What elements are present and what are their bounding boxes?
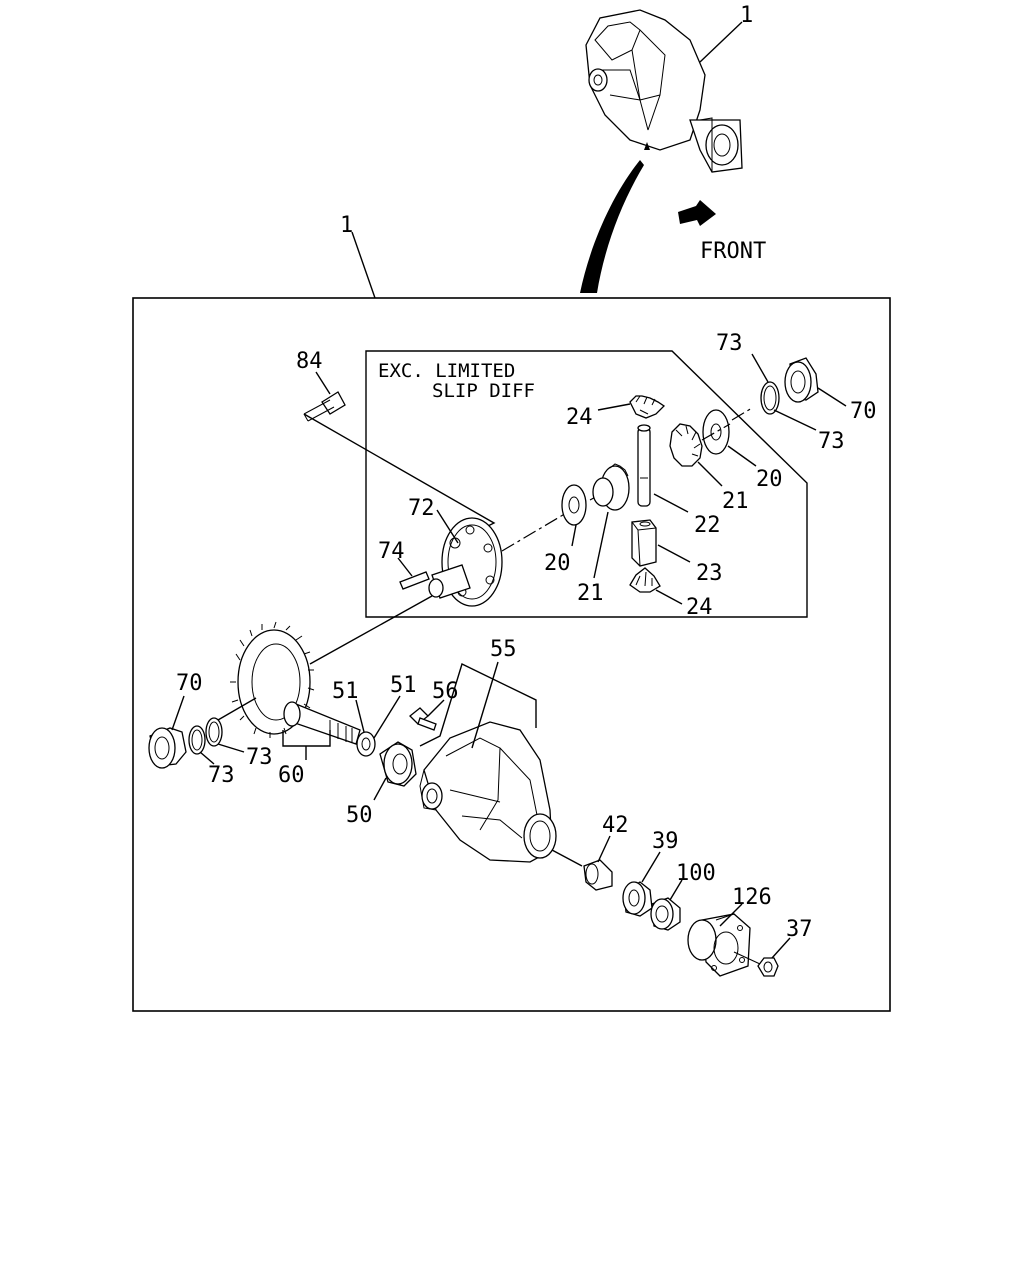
label-73-upper: 73: [716, 331, 743, 356]
part-21-side-gear-right: 21: [669, 423, 749, 514]
label-100: 100: [676, 861, 716, 886]
inset-note-line2: SLIP DIFF: [432, 380, 535, 402]
label-51-b: 51: [390, 673, 417, 698]
part-20-thrust-washer-right: 20: [701, 409, 783, 492]
part-73-shim-upper: 73 73: [716, 331, 845, 454]
label-21-left: 21: [577, 581, 604, 606]
part-23-thrust-block: 23: [631, 519, 723, 586]
label-20-right: 20: [756, 467, 783, 492]
callout-assembly-frame: 1: [340, 213, 376, 299]
part-126-companion-flange: 126: [687, 885, 772, 977]
part-50-pinion-bearing: 50: [346, 741, 417, 828]
front-label: FRONT: [700, 239, 766, 264]
label-84: 84: [296, 349, 323, 374]
part-51-spacer: 51 51: [332, 673, 417, 757]
part-22-pinion-shaft: 22: [637, 424, 721, 538]
label-56: 56: [432, 679, 459, 704]
label-126: 126: [732, 885, 772, 910]
label-60: 60: [278, 763, 305, 788]
front-arrow-icon: [678, 200, 716, 226]
part-24-pinion-gear-lower: 24: [629, 567, 713, 620]
label-51-a: 51: [332, 679, 359, 704]
label-72: 72: [408, 496, 435, 521]
part-21-side-gear-left: 21: [577, 463, 630, 606]
assembly-connector-arrow: [580, 160, 644, 293]
carrier-assembly-illustration: [585, 9, 743, 173]
label-22: 22: [694, 513, 721, 538]
label-42: 42: [602, 813, 629, 838]
label-23: 23: [696, 561, 723, 586]
label-1-frame: 1: [340, 213, 353, 238]
label-74: 74: [378, 539, 405, 564]
part-42-collapsible-spacer: 42: [583, 813, 629, 891]
label-55: 55: [490, 637, 517, 662]
part-20-thrust-washer-left: 20: [544, 484, 587, 576]
label-39: 39: [652, 829, 679, 854]
label-20-left: 20: [544, 551, 571, 576]
label-73-lower-a: 73: [208, 763, 235, 788]
inset-note-line1: EXC. LIMITED: [378, 360, 515, 382]
label-70-upper: 70: [850, 399, 877, 424]
label-70-lower: 70: [176, 671, 203, 696]
exc-limited-slip-inset-box: [365, 350, 808, 618]
label-73-upper-b: 73: [818, 429, 845, 454]
part-70-bearing-upper: 70: [784, 357, 877, 424]
label-21-right: 21: [722, 489, 749, 514]
label-37: 37: [786, 917, 813, 942]
part-56-bolt: 56: [409, 679, 459, 731]
part-100-oil-seal: 100: [650, 861, 716, 931]
part-72-differential-case: 72: [408, 496, 503, 607]
label-50: 50: [346, 803, 373, 828]
label-24-lower: 24: [686, 595, 713, 620]
part-39-bearing: 39: [622, 829, 679, 917]
part-37-flange-nut: 37: [757, 917, 813, 977]
label-1-top: 1: [740, 3, 753, 28]
part-73-shims-lower: 73 73: [188, 717, 273, 788]
label-73-lower-b: 73: [246, 745, 273, 770]
front-direction-indicator: FRONT: [678, 200, 766, 264]
part-74-pin: 74: [378, 539, 430, 590]
part-55-carrier-housing: 55: [419, 637, 557, 863]
part-60-ring-gear-and-pinion: 60: [230, 621, 361, 788]
label-24-upper: 24: [566, 405, 593, 430]
callout-assembly-top: 1: [699, 3, 753, 63]
part-70-bearing-lower: 70: [148, 671, 203, 769]
exploded-view-frame: [132, 297, 891, 1012]
part-24-pinion-gear-upper: 24: [566, 395, 666, 430]
